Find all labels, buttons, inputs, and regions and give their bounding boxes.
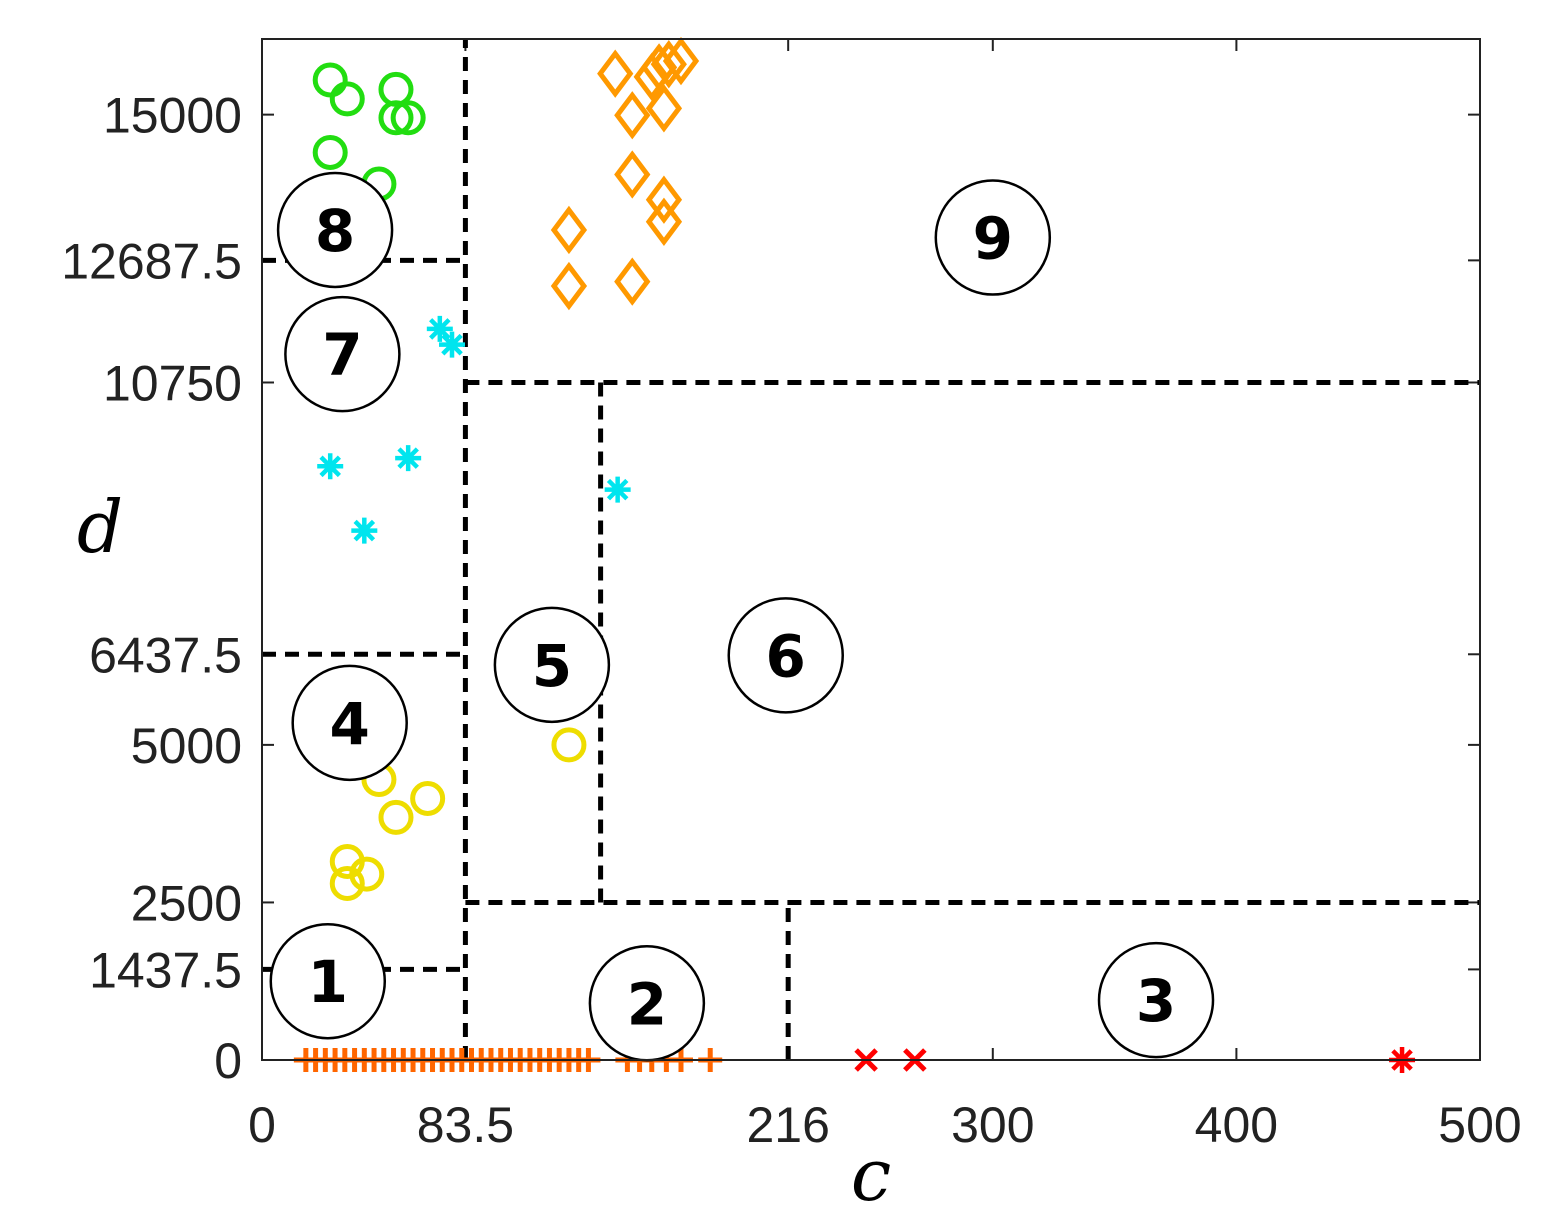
region-labels: 1 2 3 4 5 6 7 8 9 [269, 171, 1215, 1062]
region-label: 1 [308, 948, 348, 1016]
region-badge [934, 179, 1052, 296]
circle-marker [378, 799, 414, 835]
x-tick-label: 83.5 [417, 1097, 514, 1153]
asterisk-marker [351, 517, 378, 544]
region-badge [727, 597, 844, 714]
diamond-marker [614, 150, 651, 199]
asterisk-marker [439, 331, 466, 358]
y-tick-label: 12687.5 [61, 233, 242, 289]
asterisk-marker [604, 476, 631, 503]
circle-marker [378, 71, 414, 107]
region-badge [493, 606, 611, 724]
circle-marker [410, 780, 446, 816]
y-tick-label: 10750 [103, 355, 242, 411]
region-badge [276, 171, 394, 289]
region-label: 6 [766, 622, 806, 690]
tick-marks [261, 39, 1481, 1061]
circle-marker [390, 100, 426, 136]
circle-marker [378, 100, 414, 136]
region-label: 9 [973, 205, 1013, 273]
asterisk-marker [317, 453, 344, 480]
diamond-marker [614, 257, 651, 306]
region-label: 7 [322, 321, 362, 389]
x-axis-title: c [851, 1133, 891, 1217]
asterisk-marker [426, 315, 453, 342]
diamond-marker [633, 52, 670, 101]
circle-marker [312, 62, 348, 98]
diamond-marker [550, 205, 588, 255]
y-tick-label: 15000 [103, 88, 242, 144]
region-label: 5 [532, 632, 572, 700]
region-badge [269, 922, 387, 1040]
diamond-marker [614, 91, 651, 140]
diamond-marker [645, 197, 683, 246]
x-tick-label: 400 [1195, 1097, 1278, 1153]
region-boundaries [262, 39, 1480, 1060]
y-tick-label: 5000 [131, 718, 242, 774]
x-tick-label: 0 [248, 1097, 276, 1153]
circle-marker [312, 134, 348, 170]
x-tick-label: 216 [746, 1097, 829, 1153]
plot-frame [261, 38, 1481, 1061]
diamond-marker [662, 36, 700, 86]
region-badge [1097, 941, 1215, 1059]
data-markers [293, 36, 1416, 1073]
circle-marker [551, 727, 587, 763]
region-label: 4 [330, 690, 370, 758]
diamond-marker [550, 261, 588, 311]
region-label: 2 [627, 970, 667, 1038]
diamond-marker [597, 49, 634, 98]
region-badge [284, 295, 401, 413]
diamond-marker [650, 40, 687, 89]
region-label: 3 [1136, 967, 1176, 1035]
diamond-marker [645, 84, 683, 133]
y-axis-title: d [77, 485, 123, 569]
circle-marker [329, 866, 365, 902]
x-tick-label: 500 [1438, 1097, 1521, 1153]
y-tick-label: 0 [214, 1033, 242, 1089]
x-tick-label: 300 [951, 1097, 1034, 1153]
region-badge [291, 664, 408, 782]
region-label: 8 [315, 197, 355, 265]
asterisk-marker [395, 445, 422, 472]
y-tick-label: 1437.5 [89, 942, 242, 998]
circle-marker [349, 856, 385, 892]
circle-marker [329, 81, 365, 117]
y-tick-label: 2500 [131, 875, 242, 931]
diamond-marker [645, 175, 683, 224]
y-tick-label: 6437.5 [89, 627, 242, 683]
